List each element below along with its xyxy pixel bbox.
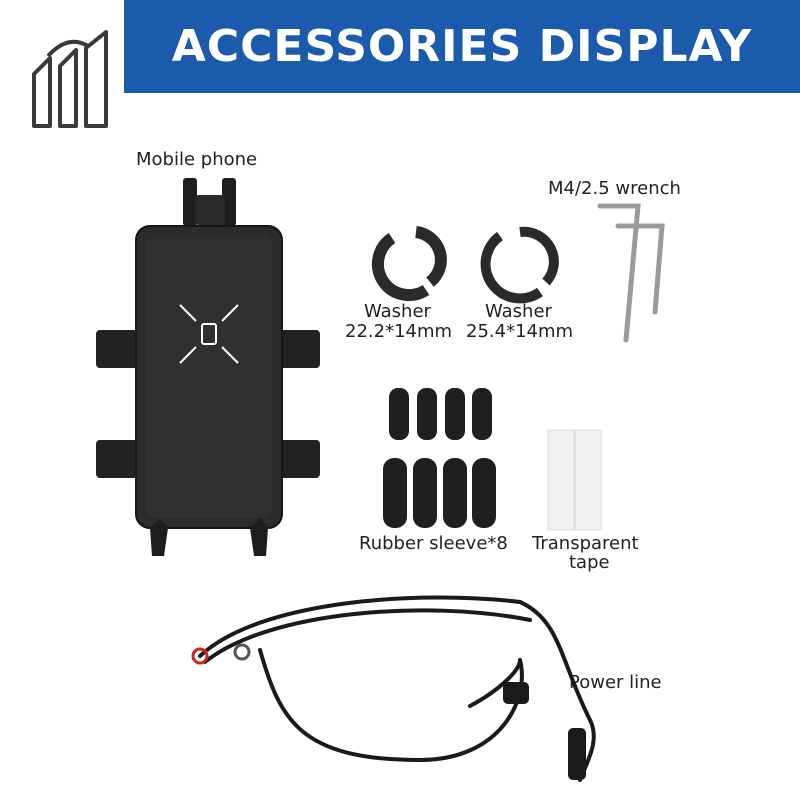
wrench-image [597,203,665,343]
transparent-tape-image [547,429,602,531]
washer-2-name-label: Washer [485,301,552,322]
washer-1-image [371,226,447,302]
phone-holder-image [96,178,320,556]
rubber-sleeves-image [383,388,496,528]
page-title: ACCESSORIES DISPLAY [171,21,753,72]
brand-logo-icon [32,30,108,128]
rubber-sleeve-label: Rubber sleeve*8 [359,533,508,554]
power-line-label: Power line [569,672,662,693]
washer-1-size-label: 22.2*14mm [345,321,453,342]
tape-label-line2: tape [569,552,610,573]
power-line-image [191,595,596,782]
tape-label-line1: Transparent [532,533,639,554]
washer-1-name-label: Washer [364,301,431,322]
mobile-phone-label: Mobile phone [136,149,258,170]
washer-2-size-label: 25.4*14mm [466,321,574,342]
washer-2-image [480,226,559,304]
wrench-label: M4/2.5 wrench [548,178,681,199]
header-banner: ACCESSORIES DISPLAY [124,0,800,93]
